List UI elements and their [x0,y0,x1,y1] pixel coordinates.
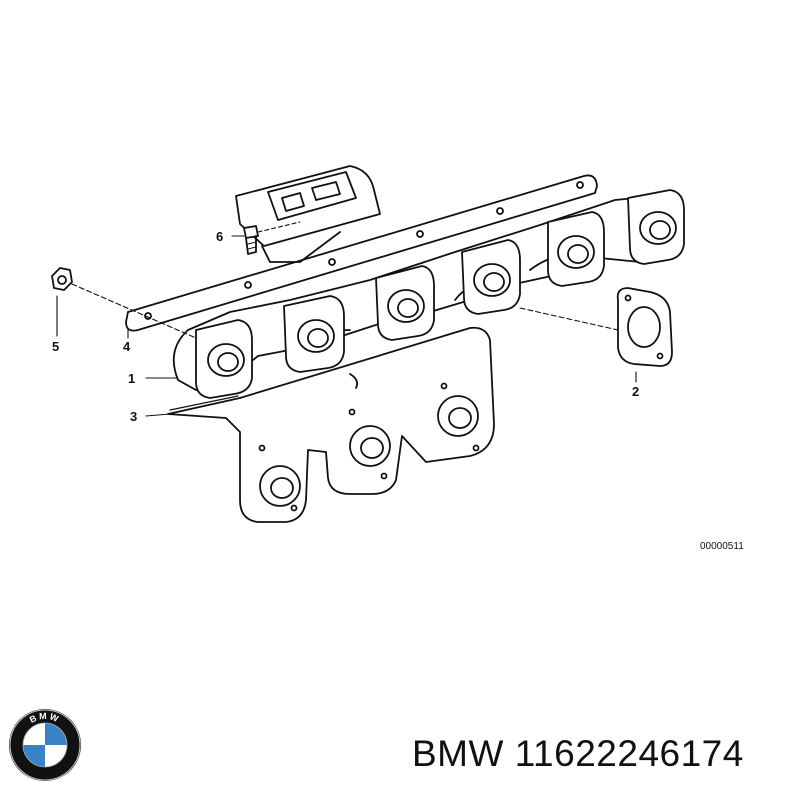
flange-2 [283,295,345,373]
part-caption: BMW 11622246174 [412,733,744,775]
bmw-logo-icon: BMW [9,709,81,781]
flange-3 [375,265,435,341]
svg-text:BMW: BMW [28,711,62,725]
callout-6: 6 [216,229,223,244]
diagram-reference-code: 00000511 [700,541,744,552]
callout-4: 4 [123,339,131,354]
flange-5 [547,211,605,287]
outlet-flange [235,165,381,263]
callout-5: 5 [52,339,59,354]
flange-1 [195,319,253,399]
nut [51,267,73,291]
part-number: 11622246174 [514,733,744,774]
brand-name: BMW [412,733,504,774]
callout-1: 1 [128,371,135,386]
flange-4 [461,239,521,315]
flange-6 [627,189,685,265]
exhaust-manifold [172,165,685,399]
bolt [243,225,259,255]
gasket [616,287,673,367]
heat-shield [167,326,495,523]
callout-3: 3 [130,409,137,424]
mounting-strip [125,174,598,332]
callout-2: 2 [632,384,639,399]
